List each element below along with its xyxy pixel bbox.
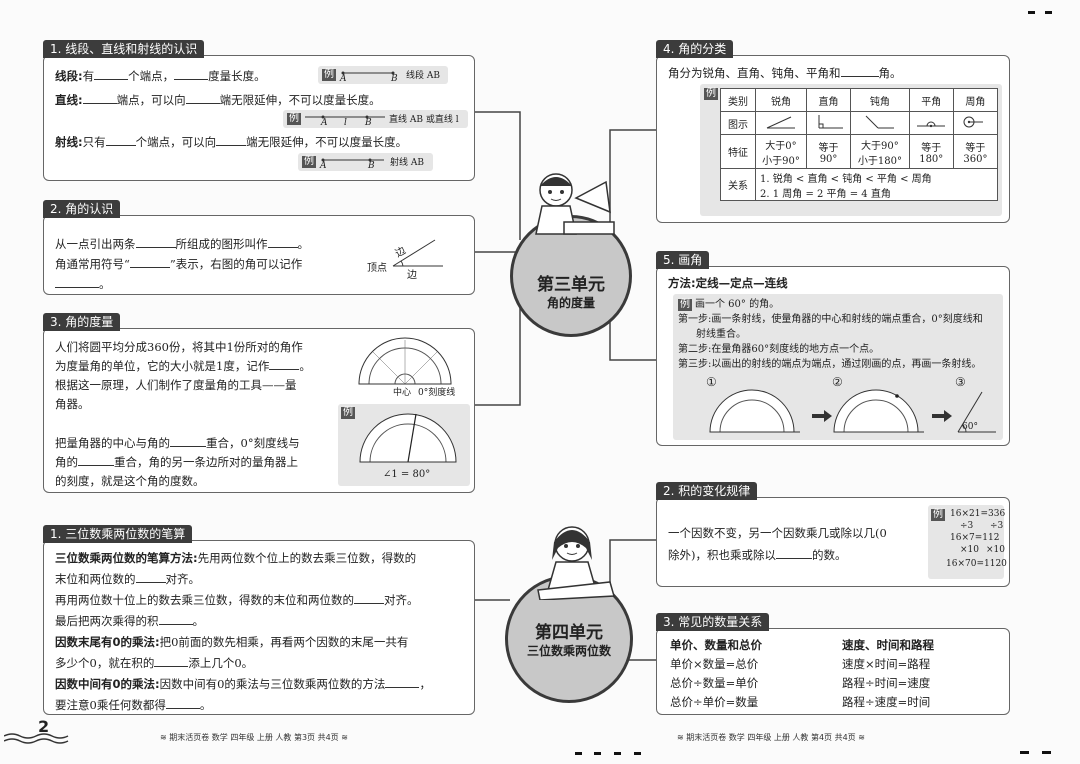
scan-mark [1042, 751, 1051, 754]
draw-method: 方法:定线—定点—连线 [668, 276, 788, 290]
blank[interactable] [174, 68, 209, 80]
multiplication-text: 三位数乘两位数的笔算方法:先用两位数个位上的数去乘三位数，得数的 末位和两位数的… [55, 551, 431, 712]
page-footer-left: ≋ 期末活页卷 数学 四年级 上册 人教 第3页 共4页 ≋ [160, 733, 348, 742]
scan-mark [634, 752, 641, 755]
blank[interactable] [78, 454, 114, 466]
line-example: 例 A l B 直线 AB 或直线 l [283, 110, 468, 128]
blank[interactable] [269, 358, 300, 370]
line-figure [305, 115, 385, 119]
table-row: 图示 [720, 111, 999, 135]
blank[interactable] [776, 547, 812, 559]
angle-figure [392, 239, 443, 267]
protractor-icon [359, 413, 457, 463]
protractor-icon [709, 389, 800, 433]
blank[interactable] [94, 68, 129, 80]
right-angle-icon [818, 114, 843, 128]
blank[interactable] [216, 134, 247, 146]
product-rule-line-2: 除外)，积也乘或除以的数。 [668, 547, 847, 562]
blank[interactable] [385, 676, 420, 688]
section-title: 5. 画角 [656, 251, 710, 269]
side-label: 边 [407, 270, 417, 281]
angle-name-row: 。 [55, 276, 111, 291]
zero-line-label: 0°刻度线 [418, 388, 456, 398]
scan-mark [575, 752, 582, 755]
section-quantity-relations [656, 628, 1010, 715]
section-title: 3. 常见的数量关系 [656, 613, 770, 631]
ray-figure [321, 158, 384, 162]
angle-value: 60° [962, 422, 978, 432]
page-wave-decoration [4, 733, 69, 744]
segment-figure [341, 71, 395, 75]
section-title: 4. 角的分类 [656, 40, 734, 58]
section-title: 2. 积的变化规律 [656, 482, 758, 500]
draw-steps: 例画一个 60° 的角。 第一步:画一条射线，使量角器的中心和射线的端点重合，0… [678, 299, 983, 370]
blank[interactable] [267, 236, 298, 248]
example-tag: 例 [704, 88, 718, 100]
measure-example: 例 ∠1 = 80° [338, 404, 470, 486]
protractor-icon [358, 337, 452, 385]
page-footer-right: ≋ 期末活页卷 数学 四年级 上册 人教 第4页 共4页 ≋ [677, 733, 865, 742]
blank[interactable] [154, 655, 189, 667]
angle-symbol-row: 角通常用符号“”表示，右图的角可以记作 [55, 256, 303, 271]
angle-def-row: 从一点引出两条所组成的图形叫作。 [55, 236, 309, 251]
product-rule-example: 例 16×21=336 ÷3 ÷3 16×7=112 ×10 ×10 16×70… [928, 505, 1007, 579]
protractor-icon [833, 389, 924, 433]
ray-example: 例 A B 射线 AB [298, 153, 433, 171]
price-relations: 单价、数量和总价 单价×数量=总价 总价÷数量=单价 总价÷单价=数量 [670, 638, 762, 709]
obtuse-angle-icon [865, 115, 894, 128]
scan-mark [594, 752, 601, 755]
segment-example: 例 A B 线段 AB [318, 66, 448, 84]
page-number: 2 [38, 717, 50, 736]
blank[interactable] [129, 256, 170, 268]
section-multiplication [43, 540, 475, 715]
speed-relations: 速度、时间和路程 速度×时间=路程 路程÷时间=速度 路程÷速度=时间 [842, 638, 934, 709]
classification-intro: 角分为锐角、直角、钝角、平角和角。 [668, 65, 902, 80]
line-row: 直线:端点，可以向端无限延伸，不可以度量长度。 [55, 92, 381, 107]
segment-row: 线段:有个端点，度量长度。 [55, 68, 266, 83]
scan-mark [614, 752, 621, 755]
student-writing-icon [537, 526, 615, 600]
measure-paragraph-2: 把量角器的中心与角的重合，0°刻度线与 角的重合，角的另一条边所对的量角器上 的… [55, 435, 300, 488]
acute-angle-icon [766, 116, 795, 128]
vertex-label: 顶点 [367, 263, 387, 274]
straight-angle-icon [917, 121, 946, 127]
section-title: 1. 三位数乘两位数的笔算 [43, 525, 193, 543]
student-drawing-icon [535, 173, 615, 235]
section-title: 1. 线段、直线和射线的认识 [43, 40, 205, 58]
section-angle-intro [43, 215, 475, 295]
scan-mark [1020, 751, 1029, 754]
section-title: 3. 角的度量 [43, 313, 121, 331]
blank[interactable] [354, 592, 384, 604]
blank[interactable] [135, 571, 166, 583]
arrow-right-icon [932, 410, 952, 422]
step-number: ① [706, 375, 717, 389]
product-rule-line-1: 一个因数不变，另一个因数乘几或除以几(0 [668, 526, 887, 540]
arrow-right-icon [812, 410, 832, 422]
blank[interactable] [185, 92, 220, 104]
step-number: ② [832, 375, 843, 389]
full-angle-icon [963, 116, 984, 127]
blank[interactable] [170, 435, 206, 447]
blank[interactable] [135, 236, 176, 248]
scan-mark [1028, 11, 1035, 14]
blank[interactable] [82, 92, 117, 104]
blank[interactable] [158, 613, 193, 625]
blank[interactable] [165, 697, 200, 709]
blank[interactable] [105, 134, 136, 146]
scan-mark [1045, 11, 1052, 14]
step-number: ③ [955, 375, 966, 389]
table-row: 类别 锐角 直角 钝角 平角 周角 [720, 88, 999, 112]
angle-value: ∠1 = 80° [383, 469, 431, 480]
ray-row: 射线:只有个端点，可以向端无限延伸，不可以度量长度。 [55, 134, 408, 149]
section-title: 2. 角的认识 [43, 200, 121, 218]
blank[interactable] [840, 65, 879, 77]
blank[interactable] [55, 276, 99, 288]
center-label: 中心 [393, 388, 412, 398]
measure-paragraph-1: 人们将圆平均分成360份，将其中1份所对的角作 为度量角的单位，它的大小就是1度… [55, 340, 311, 411]
draw-steps-figure [709, 389, 996, 433]
